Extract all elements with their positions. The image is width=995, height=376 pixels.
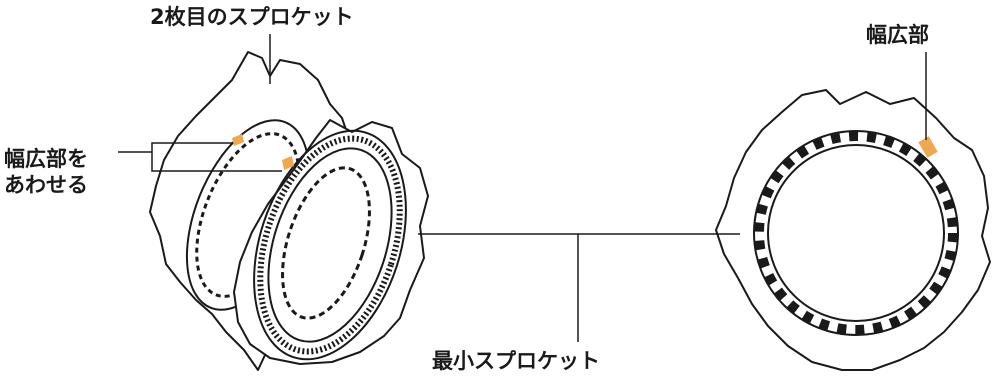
align-label-line1: 幅広部を <box>4 147 88 171</box>
smallest-sprocket-right <box>715 89 991 371</box>
smallest-sprocket-label: 最小スプロケット <box>432 349 600 373</box>
smallest-sprocket-right-bore <box>767 144 945 322</box>
smallest-sprocket-left-ring-inner <box>267 147 393 343</box>
wide-part-highlight-front <box>282 156 294 170</box>
smallest-sprocket-left <box>233 119 429 365</box>
wide-part-label: 幅広部 <box>866 23 929 47</box>
smallest-sprocket-left-ring-ribbed <box>257 135 403 355</box>
left-wide-part-highlights <box>232 134 294 170</box>
leader-smallest-sprocket <box>418 233 740 342</box>
second-sprocket-label: 2枚目のスプロケット <box>150 5 354 29</box>
smallest-sprocket-left-ring-outer <box>253 129 407 361</box>
smallest-sprocket-left-outline <box>233 119 429 365</box>
leader-align <box>118 142 282 172</box>
align-label-line2: あわせる <box>4 173 88 197</box>
leader-lines <box>118 34 927 342</box>
smallest-sprocket-left-spline <box>281 166 371 320</box>
right-wide-part-highlight <box>918 136 938 158</box>
smallest-sprocket-right-notches <box>754 131 958 335</box>
align-wide-part-label: 幅広部を あわせる <box>4 146 88 198</box>
wide-part-highlight-rear <box>232 134 244 146</box>
